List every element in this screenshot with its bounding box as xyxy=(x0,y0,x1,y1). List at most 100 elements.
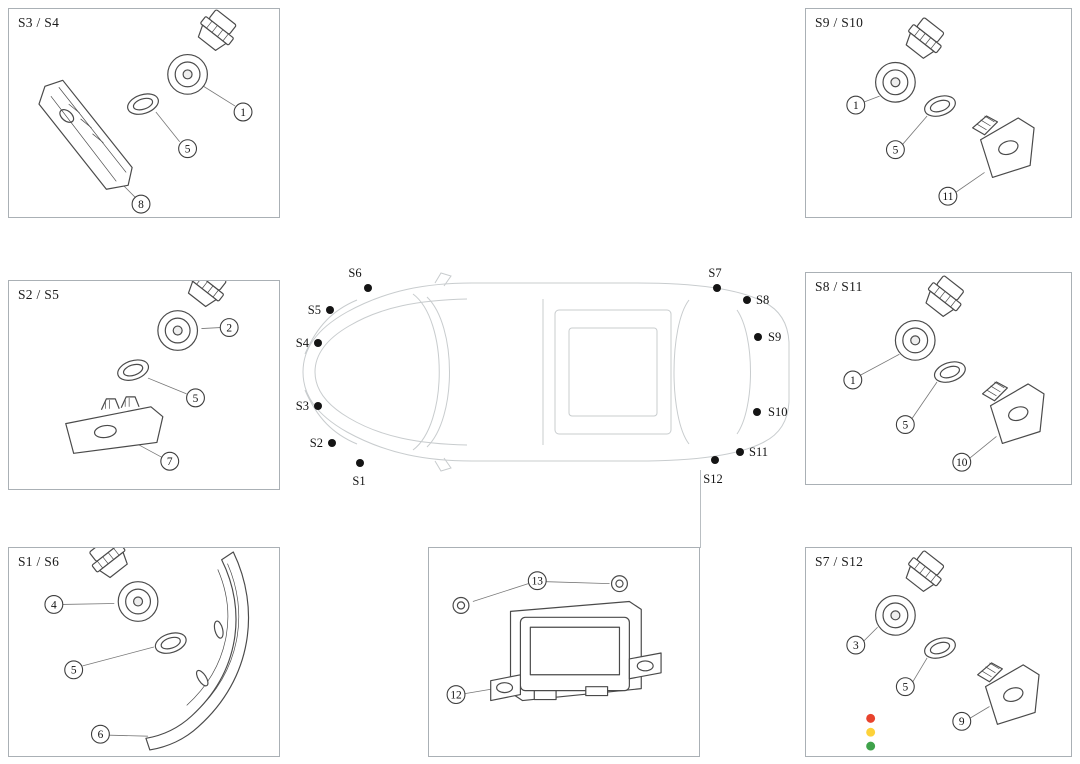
callout-bracket: 6 xyxy=(90,724,110,744)
svg-text:S5: S5 xyxy=(308,303,321,317)
panel-s1-s6-label: S1 / S6 xyxy=(18,554,60,569)
panel-control-module: 13 12 xyxy=(428,547,700,757)
svg-text:4: 4 xyxy=(51,599,57,611)
svg-text:S10: S10 xyxy=(768,405,787,419)
watermark-dot-yellow xyxy=(866,727,876,737)
svg-text:S9: S9 xyxy=(768,330,781,344)
callout-ring: 5 xyxy=(895,415,915,435)
panel-s2-s5: S2 / S5 2 5 7 xyxy=(8,280,280,490)
bracket-holder-part xyxy=(972,115,1035,178)
panel-s3-s4-label: S3 / S4 xyxy=(18,15,60,30)
decoupling-ring-part xyxy=(114,355,152,385)
decoupling-ring-part xyxy=(921,91,959,121)
svg-text:S6: S6 xyxy=(348,266,361,280)
callout-ring: 5 xyxy=(895,677,915,697)
callout-ring: 5 xyxy=(186,388,205,408)
callout-sensor: 4 xyxy=(44,594,64,614)
svg-text:S8: S8 xyxy=(756,293,769,307)
sensor-marker-s1: S1 xyxy=(352,459,366,488)
panel-s9-s10-label: S9 / S10 xyxy=(815,15,864,30)
pdc-sensor-part xyxy=(83,548,159,622)
svg-text:5: 5 xyxy=(71,665,77,677)
svg-text:5: 5 xyxy=(902,419,908,431)
car-outline xyxy=(302,272,790,472)
panel-s1-s6: S1 / S6 4 5 6 xyxy=(8,547,280,757)
decoupling-ring-part xyxy=(931,357,969,387)
svg-text:13: 13 xyxy=(532,576,544,588)
svg-text:6: 6 xyxy=(98,729,104,741)
panel-s1-s6-art: 4 5 6 xyxy=(44,548,250,751)
callout-module: 12 xyxy=(446,685,466,705)
sensor-marker-s12: S12 xyxy=(703,456,723,486)
svg-text:1: 1 xyxy=(850,375,856,387)
bracket-holder-part xyxy=(981,381,1045,444)
callout-ring: 5 xyxy=(64,660,84,680)
decoupling-ring-part xyxy=(124,89,162,119)
callout-bracket: 10 xyxy=(952,452,972,472)
callout-ring: 5 xyxy=(178,139,198,159)
watermark-dot-green xyxy=(866,741,876,751)
sensor-marker-s2: S2 xyxy=(310,436,336,450)
callout-bracket: 7 xyxy=(160,451,180,471)
callout-bracket: 11 xyxy=(938,186,958,206)
mounting-nut-part xyxy=(452,596,470,614)
callout-bracket: 8 xyxy=(131,194,151,214)
bracket-plate-part xyxy=(65,396,164,454)
sensor-marker-s6: S6 xyxy=(348,266,372,292)
sensor-marker-s3: S3 xyxy=(296,399,322,413)
panel-s9-s10: S9 / S10 1 5 11 xyxy=(805,8,1072,218)
callout-ring: 5 xyxy=(885,140,905,160)
callout-sensor: 2 xyxy=(219,318,239,338)
sensor-marker-s9: S9 xyxy=(754,330,781,344)
pdc-sensor-part xyxy=(167,9,242,95)
panel-s8-s11-art: 1 5 10 xyxy=(843,273,1045,472)
panel-control-module-art: 13 12 xyxy=(446,571,662,705)
pdc-sensor-part xyxy=(157,281,232,351)
sensor-marker-s11: S11 xyxy=(736,445,768,459)
svg-text:S4: S4 xyxy=(296,336,310,350)
car-top-view: S6 S5 S4 S3 S2 S1 S7 S8 S9 S10 S11 xyxy=(296,266,790,488)
panel-s7-s12-art: 3 5 9 xyxy=(846,548,1040,751)
bracket-rail-part xyxy=(38,79,133,190)
svg-text:S11: S11 xyxy=(749,445,768,459)
svg-text:S7: S7 xyxy=(708,266,721,280)
callout-sensor: 3 xyxy=(846,635,866,655)
sensor-marker-s8: S8 xyxy=(743,293,769,307)
svg-text:S1: S1 xyxy=(352,474,365,488)
svg-text:5: 5 xyxy=(902,682,908,694)
panel-s2-s5-label: S2 / S5 xyxy=(18,287,60,302)
decoupling-ring-part xyxy=(152,628,190,658)
panel-s9-s10-art: 1 5 11 xyxy=(846,14,1035,206)
svg-text:3: 3 xyxy=(853,640,859,652)
svg-text:S2: S2 xyxy=(310,436,323,450)
decoupling-ring-part xyxy=(921,633,959,663)
svg-text:8: 8 xyxy=(138,199,144,211)
panel-s8-s11: S8 / S11 1 5 10 xyxy=(805,272,1072,485)
svg-text:12: 12 xyxy=(450,689,462,701)
svg-text:5: 5 xyxy=(193,393,199,405)
pdc-sensor-part xyxy=(875,548,950,636)
control-module-part xyxy=(490,600,662,702)
pdc-sensor-part xyxy=(875,14,950,103)
svg-text:5: 5 xyxy=(893,145,899,157)
callout-sensor: 1 xyxy=(843,370,863,390)
pdc-sensor-part xyxy=(894,273,970,361)
module-connector-line xyxy=(700,470,701,548)
svg-text:S3: S3 xyxy=(296,399,309,413)
panel-s2-s5-art: 2 5 7 xyxy=(65,281,239,471)
svg-text:S12: S12 xyxy=(703,472,722,486)
panel-s3-s4: S3 / S4 1 5 8 xyxy=(8,8,280,218)
panel-s7-s12: S7 / S12 3 5 9 xyxy=(805,547,1072,757)
callout-sensor: 1 xyxy=(233,102,253,122)
svg-text:11: 11 xyxy=(942,191,953,203)
mounting-nut-part xyxy=(610,575,628,593)
sensor-marker-s10: S10 xyxy=(753,405,787,419)
svg-text:1: 1 xyxy=(240,107,246,119)
panel-s7-s12-label: S7 / S12 xyxy=(815,554,864,569)
bracket-holder-part xyxy=(977,662,1040,725)
svg-text:5: 5 xyxy=(185,144,191,156)
panel-s3-s4-art: 1 5 8 xyxy=(38,9,253,214)
watermark-dot-red xyxy=(866,713,876,723)
svg-text:2: 2 xyxy=(226,322,232,334)
callout-bracket: 9 xyxy=(952,711,972,731)
